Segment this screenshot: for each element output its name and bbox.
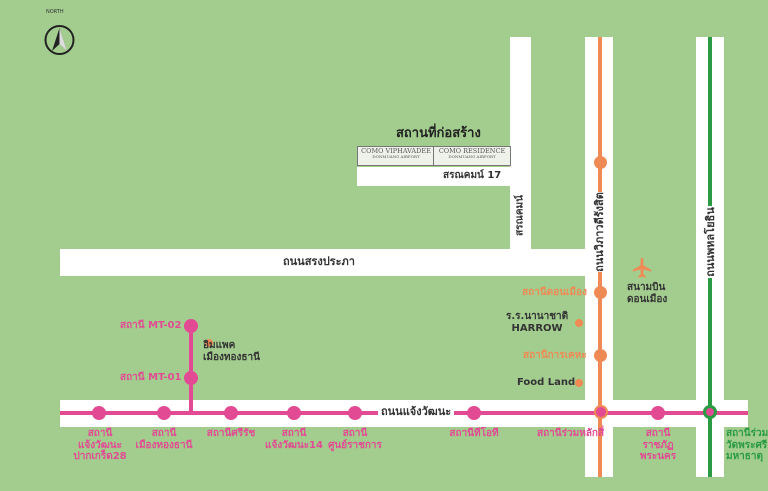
red-station-don-mueang-dot — [594, 286, 607, 299]
label-pink-station: สถานีศรีรัช — [206, 428, 256, 439]
pink-station-dot — [157, 406, 171, 420]
label-pink-station: สถานี ราชภัฏ พระนคร — [639, 428, 677, 462]
pink-station-dot — [224, 406, 238, 420]
project-como-viphavadee: COMO VIPHAVADEE DONMUANG AIRPORT — [357, 146, 435, 166]
label-kan-kheha-station: สถานีการเคหะ — [523, 350, 587, 361]
road-label-saranakhom-17: สรณคมน์ 17 — [443, 170, 502, 181]
label-lak-si-station: สถานีร่วมหลักสี่ — [537, 428, 605, 439]
compass-icon — [43, 22, 76, 55]
airport-label: สนามบิน ดอนเมือง — [627, 282, 668, 305]
label-pink-station: สถานี แจ้งวัฒนะ14 — [265, 428, 323, 451]
road-soi-saranakhom — [510, 37, 531, 249]
red-station-kan-kheha-dot — [594, 349, 607, 362]
pink-station-dot — [287, 406, 301, 420]
label-mt01-station: สถานี MT-01 — [120, 372, 182, 383]
poi-harrow-dot — [575, 319, 583, 327]
project-name: COMO VIPHAVADEE — [361, 147, 431, 155]
project-sub: DONMUANG AIRPORT — [372, 154, 420, 160]
road-label-vibhavadi: ถนนวิภาวดีรังสิต — [590, 192, 608, 272]
label-mt02-station: สถานี MT-02 — [120, 320, 182, 331]
project-como-residence: COMO RESIDENCE DONMUANG AIRPORT — [433, 146, 511, 166]
interchange-lak-si-dot — [594, 405, 608, 419]
red-station-dot-north — [594, 156, 607, 169]
pink-station-dot — [467, 406, 481, 420]
road-label-chaengwattana: ถนนแจ้งวัฒนะ — [378, 405, 455, 419]
pink-station-mt01-dot — [184, 371, 198, 385]
road-saranakhom-17 — [357, 167, 510, 186]
label-don-mueang-station: สถานีดอนเมือง — [522, 287, 587, 298]
label-wat-phra-si-station: สถานีร่วม วัดพระศรี มหาธาตุ — [726, 428, 768, 462]
label-pink-station: สถานีทีโอที — [449, 428, 499, 439]
label-pink-station: สถานี ศูนย์ราชการ — [328, 428, 382, 451]
pink-station-dot — [651, 406, 665, 420]
road-label-soi-saranakhom: สรณคมน์ — [514, 195, 526, 236]
label-pink-station: สถานี แจ้งวัฒนะ ปากเกร็ด28 — [73, 428, 127, 462]
road-label-phahonyothin: ถนนพหลโยธิน — [701, 206, 719, 278]
poi-impact-dot — [205, 339, 213, 347]
interchange-wat-phra-si-dot — [703, 405, 717, 419]
poi-foodland-dot — [575, 379, 583, 387]
project-sub: DONMUANG AIRPORT — [448, 154, 496, 160]
compass-north-label: NORTH — [46, 9, 64, 15]
airplane-icon — [631, 257, 653, 279]
label-pink-station: สถานี เมืองทองธานี — [135, 428, 193, 451]
poi-foodland-label: Food Land — [517, 377, 576, 388]
pink-line-branch — [189, 326, 193, 413]
pink-station-dot — [348, 406, 362, 420]
road-label-songprapa: ถนนสรงประภา — [283, 255, 355, 269]
project-name: COMO RESIDENCE — [438, 147, 506, 155]
construction-title: สถานที่ก่อสร้าง — [396, 126, 481, 141]
poi-harrow-label: ร.ร.นานาชาติ HARROW — [506, 311, 569, 334]
pink-station-dot — [92, 406, 106, 420]
pink-station-mt02-dot — [184, 319, 198, 333]
poi-impact-label: อิมแพค เมืองทองธานี — [203, 340, 260, 363]
